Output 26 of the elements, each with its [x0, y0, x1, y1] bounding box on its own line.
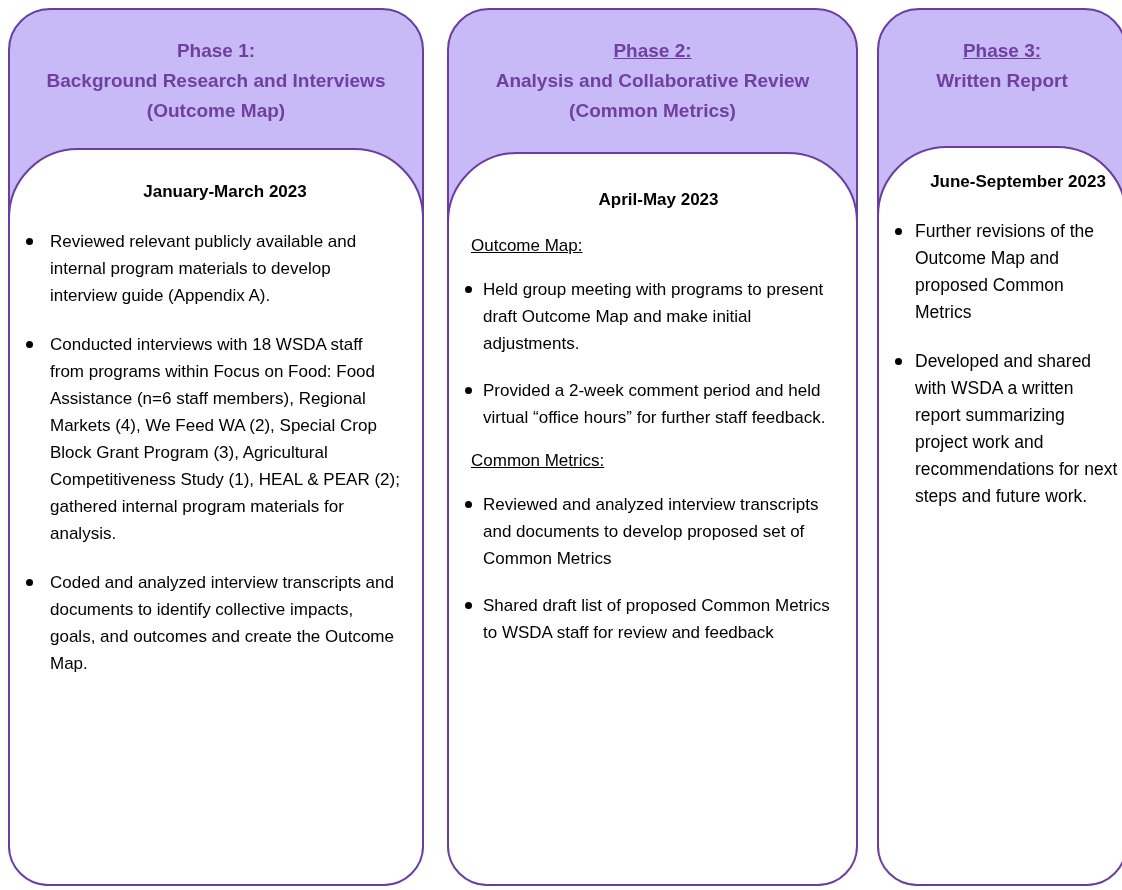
date-range: April-May 2023: [598, 190, 719, 210]
phase-title: Written Report: [936, 69, 1068, 93]
bullet-text: Reviewed relevant publicly available and internal program materials to develop interview guide (Appendix A).: [50, 231, 358, 307]
section-heading: Outcome Map:: [471, 236, 583, 256]
bullet-text: Conducted interviews with 18 WSDA staff from programs within Focus on Food: Food Assistance (n=6 staff members), Regional Markets (4), We Feed WA (2), Special Crop Block Grant Program (3), Agricultural Competitiveness Study (1), HEAL & PEAR (2); gathered internal program materials for analysis.: [50, 334, 400, 545]
phase-title: Background Research and Interviews (Outcome Map): [45, 69, 387, 123]
date-range: January-March 2023: [143, 182, 307, 202]
bullet-text: Coded and analyzed interview transcripts and documents to identify collective impacts, goals, and outcomes and create the Outcome Map.: [50, 572, 395, 675]
section-heading: Common Metrics:: [471, 451, 605, 471]
phase-label: Phase 3:: [962, 39, 1042, 63]
phase-label: Phase 2:: [613, 39, 692, 63]
bullet-text: Reviewed and analyzed interview transcripts and documents to develop proposed set of Common Metrics: [483, 494, 820, 570]
phase-details-card: [447, 152, 858, 886]
bullet-text: Provided a 2-week comment period and held virtual “office hours” for further staff feedback.: [483, 380, 827, 429]
bullet-text: Developed and shared with WSDA a written report summarizing project work and recommendations for next steps and future work.: [915, 350, 1119, 508]
bullet-text: Held group meeting with programs to present draft Outcome Map and make initial adjustments.: [483, 279, 825, 355]
phase-panel: [877, 8, 1122, 886]
phase-details-card: [8, 148, 424, 886]
bullet-text: Further revisions of the Outcome Map and proposed Common Metrics: [915, 220, 1095, 324]
bullet-text: Shared draft list of proposed Common Metrics to WSDA staff for review and feedback: [483, 595, 831, 644]
phase-label: Phase 1:: [176, 39, 256, 63]
phase-panel: [8, 8, 424, 886]
date-range: June-September 2023: [930, 172, 1106, 192]
phase-title: Analysis and Collaborative Review (Common Metrics): [494, 69, 811, 123]
phase-panel: [447, 8, 858, 886]
phase-details-card: [877, 146, 1122, 886]
